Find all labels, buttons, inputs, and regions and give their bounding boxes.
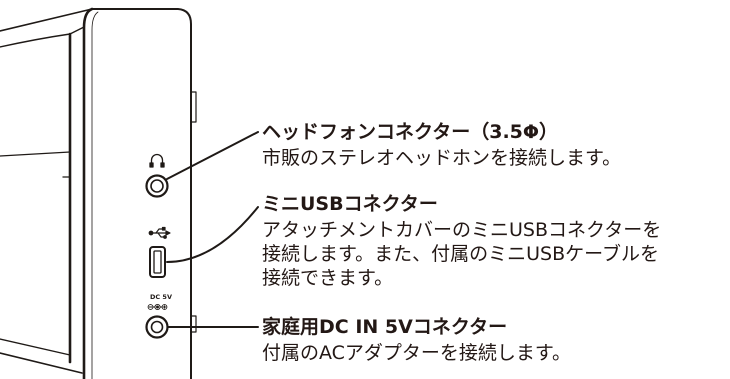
callout-dc-in-connector: 家庭用DC IN 5Vコネクター 付属のACアダプターを接続します。: [262, 315, 571, 365]
callout-description-line: 接続できます。: [262, 267, 394, 289]
leader-line-headphone: [166, 131, 259, 180]
screen-seam-line: [0, 151, 71, 157]
bezel-corner: [69, 26, 85, 35]
side-button-lower: [190, 315, 197, 333]
side-inner-edge: [91, 11, 99, 379]
side-left-edge: [82, 7, 94, 379]
leader-line-usb: [166, 206, 259, 263]
callout-title: ヘッドフォンコネクター（3.5Φ）: [262, 121, 559, 143]
mini-usb-port: [149, 246, 166, 278]
callout-description-line: アタッチメントカバーのミニUSBコネクターを: [262, 219, 662, 241]
usb-icon: [148, 226, 171, 239]
side-top-right-edge: [91, 8, 192, 379]
device-top-edge: [0, 8, 93, 32]
side-button-upper: [190, 91, 197, 123]
callout-mini-usb-connector: ミニUSBコネクター アタッチメントカバーのミニUSBコネクターを 接続します。…: [262, 192, 661, 290]
headphone-icon: [149, 153, 165, 168]
dc-polarity-icon: [147, 303, 168, 311]
device-bottom-edge: [0, 352, 83, 374]
dc-5v-label: DC 5V: [150, 293, 172, 301]
callout-headphone-connector: ヘッドフォンコネクター（3.5Φ） 市販のステレオヘッドホンを接続します。: [262, 120, 621, 170]
screen-bottom-edge: [0, 338, 71, 356]
screen-top-edge: [0, 33, 71, 48]
dc-in-jack: [145, 315, 169, 339]
callout-description-line: 付属のACアダプターを接続します。: [262, 342, 572, 364]
callout-description-line: 接続します。また、付属のミニUSBケーブルを: [262, 243, 659, 265]
callout-title: ミニUSBコネクター: [262, 193, 438, 215]
callout-title: 家庭用DC IN 5Vコネクター: [262, 316, 508, 338]
headphone-jack: [145, 174, 169, 198]
callout-description-line: 市販のステレオヘッドホンを接続します。: [262, 147, 622, 169]
